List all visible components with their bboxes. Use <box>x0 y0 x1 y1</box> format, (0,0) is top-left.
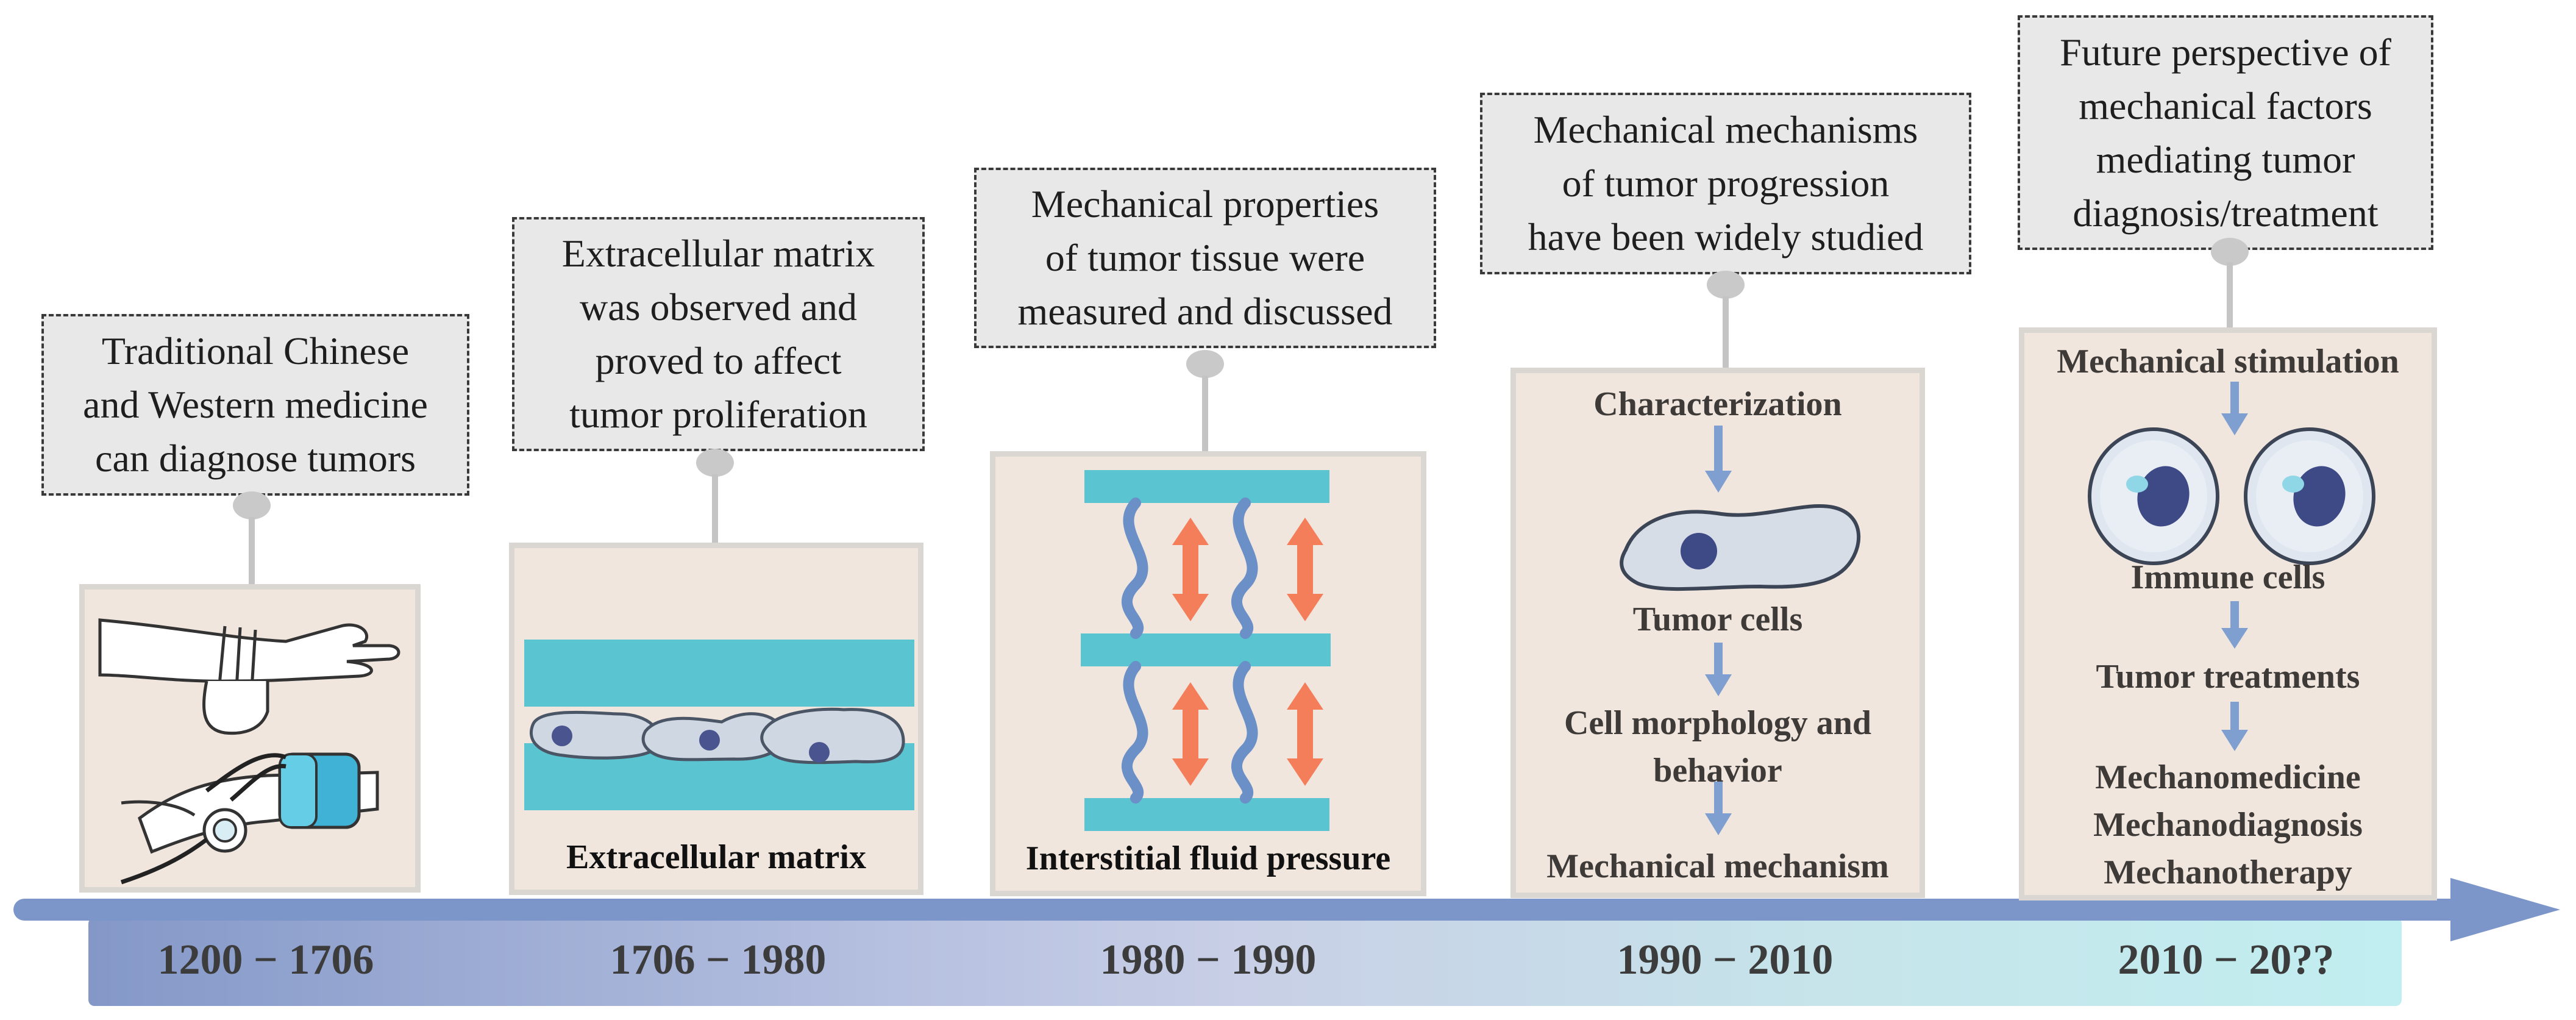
connector-dot-2 <box>696 449 734 477</box>
flow-step-mechanical-mechanism: Mechanical mechanism <box>1546 847 1889 885</box>
callout-mechanical-properties: Mechanical properties of tumor tissue we… <box>974 168 1436 348</box>
timeline-arrow <box>13 878 2560 941</box>
era-label-5: 2010 − 20?? <box>2118 936 2335 983</box>
caption-interstitial-fluid-pressure: Interstitial fluid pressure <box>1025 840 1391 877</box>
panel-future-perspective: Mechanical stimulation Immune cells Tumo… <box>2019 327 2437 901</box>
timeline-band <box>88 918 2402 1006</box>
panel-pulse-diagnosis <box>79 584 421 893</box>
connector-dot-5 <box>2211 238 2249 266</box>
flow-step-cell-morphology: Cell morphology and behavior <box>1564 704 1872 790</box>
era-label-4: 1990 − 2010 <box>1617 936 1834 983</box>
flow-step-mechano-outcomes: Mechanomedicine Mechanodiagnosis Mechano… <box>2093 758 2363 891</box>
era-label-1: 1200 − 1706 <box>157 936 374 983</box>
connector-dot-4 <box>1707 271 1745 299</box>
flow-step-tumor-treatments: Tumor treatments <box>2096 658 2360 696</box>
flow-step-immune-cells: Immune cells <box>2130 558 2325 596</box>
panel-extracellular-matrix: Extracellular matrix <box>509 543 923 895</box>
connector-stem-2 <box>712 474 718 546</box>
callout-future-perspective: Future perspective of mechanical factors… <box>2018 15 2433 250</box>
era-label-2: 1706 − 1980 <box>610 936 827 983</box>
panel-mechanical-mechanisms: Characterization Tumor cells Cell morpho… <box>1510 368 1925 898</box>
flow-arrow-1 <box>1620 426 1861 835</box>
interstitial-fluid-pressure-illustration <box>1081 470 1331 831</box>
caption-extracellular-matrix: Extracellular matrix <box>566 838 866 876</box>
callout-extracellular-matrix: Extracellular matrix was observed and pr… <box>512 217 925 451</box>
flow-step-characterization: Characterization <box>1593 385 1842 423</box>
immune-cells-illustration <box>2088 382 2375 751</box>
flow-step-mechanical-stimulation: Mechanical stimulation <box>2057 343 2399 380</box>
connector-dot-1 <box>233 491 271 519</box>
flow-step-tumor-cells: Tumor cells <box>1632 601 1803 638</box>
connector-stem-1 <box>249 517 255 585</box>
connector-stem-3 <box>1202 376 1208 452</box>
era-label-3: 1980 − 1990 <box>1100 936 1317 983</box>
pulse-diagnosis-illustration <box>98 618 400 885</box>
callout-mechanical-mechanisms: Mechanical mechanisms of tumor progressi… <box>1480 93 1971 274</box>
callout-traditional-medicine: Traditional Chinese and Western medicine… <box>41 314 469 496</box>
panel-interstitial-fluid-pressure: Interstitial fluid pressure <box>990 451 1426 896</box>
extracellular-matrix-illustration <box>524 640 914 810</box>
connector-dot-3 <box>1186 350 1224 378</box>
connector-stem-4 <box>1723 296 1729 369</box>
connector-stem-5 <box>2227 262 2233 329</box>
